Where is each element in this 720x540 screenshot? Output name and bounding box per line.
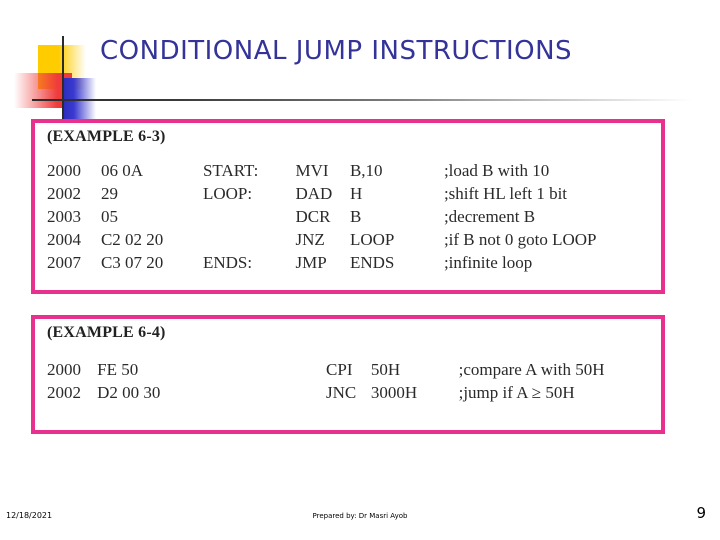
cell-address: 2002	[47, 184, 81, 203]
cell-address: 2000	[47, 161, 81, 180]
cell-label	[203, 206, 296, 229]
cell-mnemonic: MVI	[295, 161, 329, 180]
cell-bytes: D2 00 30	[97, 383, 161, 402]
cell-operand: B,10	[349, 161, 383, 180]
cell-label	[262, 382, 326, 405]
decoration-vertical-rule	[62, 36, 64, 128]
cell-comment: ;shift HL left 1 bit	[443, 184, 568, 203]
cell-address: 2003	[47, 207, 81, 226]
footer-date: 12/18/2021	[6, 511, 53, 520]
page-title: CONDITIONAL JUMP INSTRUCTIONS	[100, 36, 573, 66]
decoration-red-square	[14, 73, 72, 108]
cell-label: ENDS:	[202, 253, 253, 272]
table-row: 2002 D2 00 30 JNC 3000H ;jump if A ≥ 50H	[47, 382, 661, 405]
decoration-yellow-square	[38, 45, 86, 89]
assembly-listing-table: 2000 06 0A START: MVI B,10 ;load B with …	[47, 160, 661, 275]
cell-mnemonic: JNZ	[295, 230, 325, 249]
cell-operand: LOOP	[349, 230, 395, 249]
cell-comment: ;load B with 10	[443, 161, 550, 180]
example-heading: (EXAMPLE 6-4)	[47, 324, 166, 341]
cell-address: 2004	[47, 230, 81, 249]
cell-mnemonic: CPI	[326, 360, 353, 379]
table-row: 2002 29 LOOP: DAD H ;shift HL left 1 bit	[47, 183, 661, 206]
cell-bytes: 06 0A	[100, 161, 143, 180]
example-heading: (EXAMPLE 6-3)	[47, 128, 166, 145]
cell-comment: ;jump if A ≥ 50H	[458, 383, 575, 402]
cell-label	[203, 229, 296, 252]
footer-page-number: 9	[696, 504, 706, 522]
cell-bytes: 29	[100, 184, 118, 203]
cell-address: 2007	[47, 253, 81, 272]
slide-footer: 12/18/2021 Prepared by: Dr Masri Ayob 9	[0, 500, 720, 540]
cell-mnemonic: JMP	[295, 253, 327, 272]
cell-operand: H	[349, 184, 363, 203]
table-row: 2000 06 0A START: MVI B,10 ;load B with …	[47, 160, 661, 183]
table-row: 2007 C3 07 20 ENDS: JMP ENDS ;infinite l…	[47, 252, 661, 275]
cell-address: 2000	[47, 360, 81, 379]
cell-label: START:	[202, 161, 259, 180]
example-box-6-3: (EXAMPLE 6-3) 2000 06 0A START: MVI B,10…	[31, 119, 665, 294]
table-row: 2003 05 DCR B ;decrement B	[47, 206, 661, 229]
cell-comment: ;if B not 0 goto LOOP	[443, 230, 597, 249]
cell-mnemonic: DCR	[295, 207, 331, 226]
cell-comment: ;decrement B	[443, 207, 536, 226]
cell-mnemonic: JNC	[326, 383, 357, 402]
cell-comment: ;compare A with 50H	[458, 360, 605, 379]
assembly-listing-table: 2000 FE 50 CPI 50H ;compare A with 50H 2…	[47, 359, 661, 405]
example-box-6-4: (EXAMPLE 6-4) 2000 FE 50 CPI 50H ;compar…	[31, 315, 665, 434]
cell-operand: ENDS	[349, 253, 395, 272]
table-row: 2000 FE 50 CPI 50H ;compare A with 50H	[47, 359, 661, 382]
cell-comment: ;infinite loop	[443, 253, 533, 272]
cell-bytes: C3 07 20	[100, 253, 164, 272]
cell-bytes: FE 50	[97, 360, 139, 379]
footer-prepared-by: Prepared by: Dr Masri Ayob	[312, 512, 408, 520]
cell-label: LOOP:	[202, 184, 253, 203]
cell-label	[262, 359, 326, 382]
cell-mnemonic: DAD	[295, 184, 333, 203]
cell-bytes: C2 02 20	[100, 230, 164, 249]
table-row: 2004 C2 02 20 JNZ LOOP ;if B not 0 goto …	[47, 229, 661, 252]
cell-bytes: 05	[100, 207, 118, 226]
decoration-blue-square	[62, 78, 96, 124]
decoration-horizontal-rule	[32, 99, 692, 101]
cell-address: 2002	[47, 383, 81, 402]
cell-operand: B	[349, 207, 362, 226]
cell-operand: 50H	[370, 360, 401, 379]
cell-operand: 3000H	[370, 383, 418, 402]
